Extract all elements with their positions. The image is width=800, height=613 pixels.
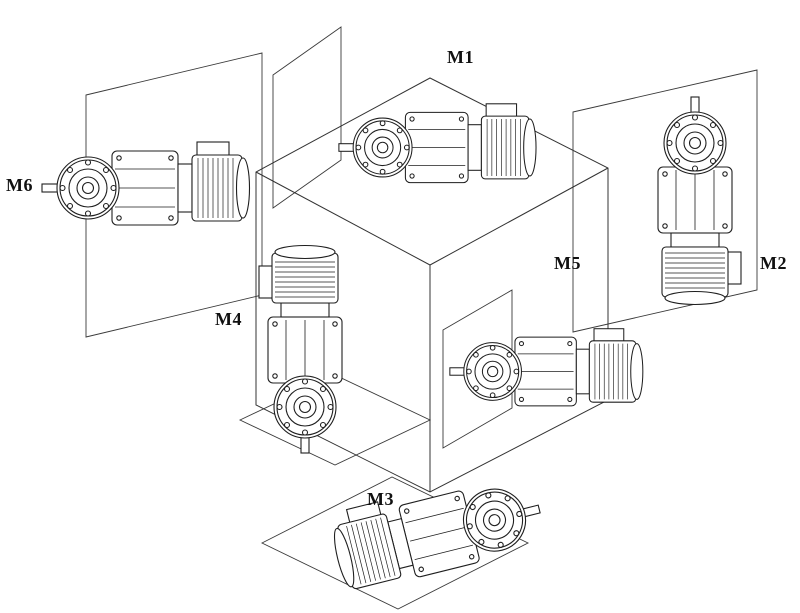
gearmotor-m6 xyxy=(41,141,251,226)
mounting-plane-m2 xyxy=(572,69,758,333)
label-m6: M6 xyxy=(6,175,33,195)
label-m2: M2 xyxy=(760,253,787,273)
mounting-plane-m4 xyxy=(238,374,432,466)
mounting-plane-m1 xyxy=(272,26,342,209)
mounting-plane-m5 xyxy=(442,289,513,449)
label-m1: M1 xyxy=(447,47,474,67)
gearmotor-m2 xyxy=(657,96,742,306)
gearmotor-m5 xyxy=(449,328,644,407)
label-m4: M4 xyxy=(215,309,242,329)
cube-wireframe xyxy=(255,77,609,493)
gearmotor-m1 xyxy=(338,103,537,184)
label-m3: M3 xyxy=(367,489,394,509)
label-m5: M5 xyxy=(554,253,581,273)
gearmotor-m3 xyxy=(326,463,549,596)
gearmotor-m4 xyxy=(258,244,343,454)
gearmotors xyxy=(41,96,742,596)
